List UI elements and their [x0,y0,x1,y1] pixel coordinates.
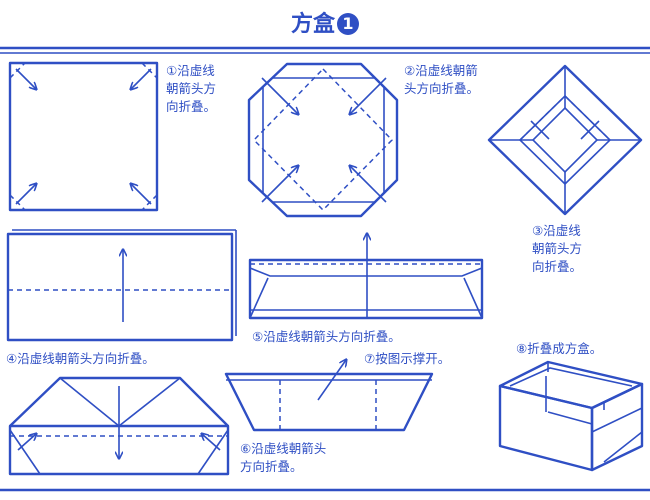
step6-caption: ⑥沿虚线朝箭头 方向折叠。 [240,440,326,476]
step7-figure [224,360,434,432]
step7-line1: 按图示撑开。 [375,351,451,366]
step6-number: ⑥ [240,441,252,456]
step1-caption: ①沿虚线 朝箭头方 向折叠。 [166,62,216,116]
step3-line3: 向折叠。 [532,259,583,274]
step2-line1: 沿虚线朝箭 [415,63,478,78]
arrow-icon [350,166,387,203]
step1-line1: 沿虚线 [177,63,215,78]
step8-number: ⑧ [516,341,528,356]
step2-figure [247,62,399,218]
arrow-icon [17,434,36,451]
step3-caption: ③沿虚线 朝箭头方 向折叠。 [532,222,582,276]
arrow-icon [350,77,387,114]
header-rules [0,46,650,492]
step6-line1: 沿虚线朝箭头 [251,441,327,456]
arrow-icon [317,360,346,401]
arrow-icon [261,77,298,114]
step2-number: ② [404,63,416,78]
arrow-icon [15,184,36,205]
arrow-icon [202,434,221,451]
step4-line1: 沿虚线朝箭头方向折叠。 [17,351,155,366]
step5-number: ⑤ [252,329,264,344]
step5-caption: ⑤沿虚线朝箭头方向折叠。 [252,328,401,346]
step4-caption: ④沿虚线朝箭头方向折叠。 [6,350,155,368]
arrow-icon [15,68,36,89]
step5-figure [248,234,484,320]
step8-line1: 折叠成方盒。 [527,341,603,356]
arrow-icon [131,68,152,89]
step2-line2: 头方向折叠。 [404,81,480,96]
step1-line2: 朝箭头方 [166,81,217,96]
step3-number: ③ [532,223,544,238]
step1-figure [8,61,159,212]
title-text: 方盒 [290,12,335,37]
arrow-icon [261,166,298,203]
step6-line2: 方向折叠。 [240,459,303,474]
step4-number: ④ [6,351,18,366]
step1-line3: 向折叠。 [166,99,217,114]
step8-figure [498,360,644,472]
step3-figure [487,64,643,216]
step7-caption: ⑦按图示撑开。 [364,350,450,368]
step1-number: ① [166,63,178,78]
step2-caption: ②沿虚线朝箭 头方向折叠。 [404,62,479,98]
title-number-badge: 1 [337,13,359,35]
step3-line2: 朝箭头方 [532,241,583,256]
arrow-icon [131,184,152,205]
step5-line1: 沿虚线朝箭头方向折叠。 [263,329,401,344]
step6-figure [8,376,230,476]
step7-number: ⑦ [364,351,376,366]
step3-line1: 沿虚线 [543,223,581,238]
step4-figure [6,229,237,342]
step8-caption: ⑧折叠成方盒。 [516,340,602,358]
